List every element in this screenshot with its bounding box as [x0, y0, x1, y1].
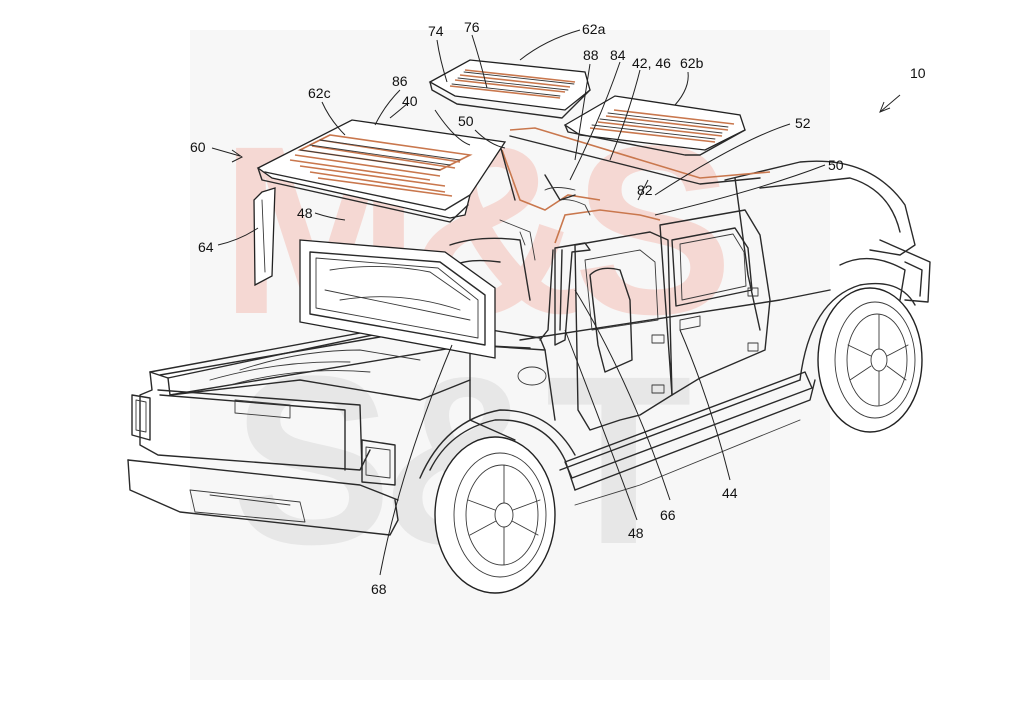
label-50-right: 50	[828, 157, 844, 173]
label-82: 82	[637, 182, 653, 198]
side-panel-64	[253, 187, 276, 287]
label-40: 40	[402, 93, 418, 109]
roof-panel-62c	[256, 119, 507, 223]
door-frame-66	[554, 242, 591, 346]
rear-wheel	[434, 436, 556, 594]
label-64: 64	[198, 239, 214, 255]
label-74: 74	[428, 23, 444, 39]
label-62c: 62c	[308, 85, 331, 101]
label-52: 52	[795, 115, 811, 131]
front-wheel	[817, 287, 923, 433]
roof-panel-62b	[563, 95, 746, 156]
roof-panel-62a	[428, 59, 591, 119]
label-76: 76	[464, 19, 480, 35]
label-88: 88	[583, 47, 599, 63]
label-66: 66	[660, 507, 676, 523]
label-60: 60	[190, 139, 206, 155]
rear-window-68	[299, 239, 496, 359]
label-50-top: 50	[458, 113, 474, 129]
reference-numerals: 10 74 76 62a 88 84 42, 46 62b 86 62c 40 …	[190, 19, 926, 597]
label-10: 10	[910, 65, 926, 81]
leader-lines	[211, 29, 901, 576]
label-84: 84	[610, 47, 626, 63]
label-42-46: 42, 46	[632, 55, 671, 71]
label-62a: 62a	[582, 21, 606, 37]
label-62b: 62b	[680, 55, 704, 71]
label-48-top: 48	[297, 205, 313, 221]
label-44: 44	[722, 485, 738, 501]
label-86: 86	[392, 73, 408, 89]
vehicle-body	[127, 127, 931, 536]
label-48-bottom: 48	[628, 525, 644, 541]
label-68: 68	[371, 581, 387, 597]
